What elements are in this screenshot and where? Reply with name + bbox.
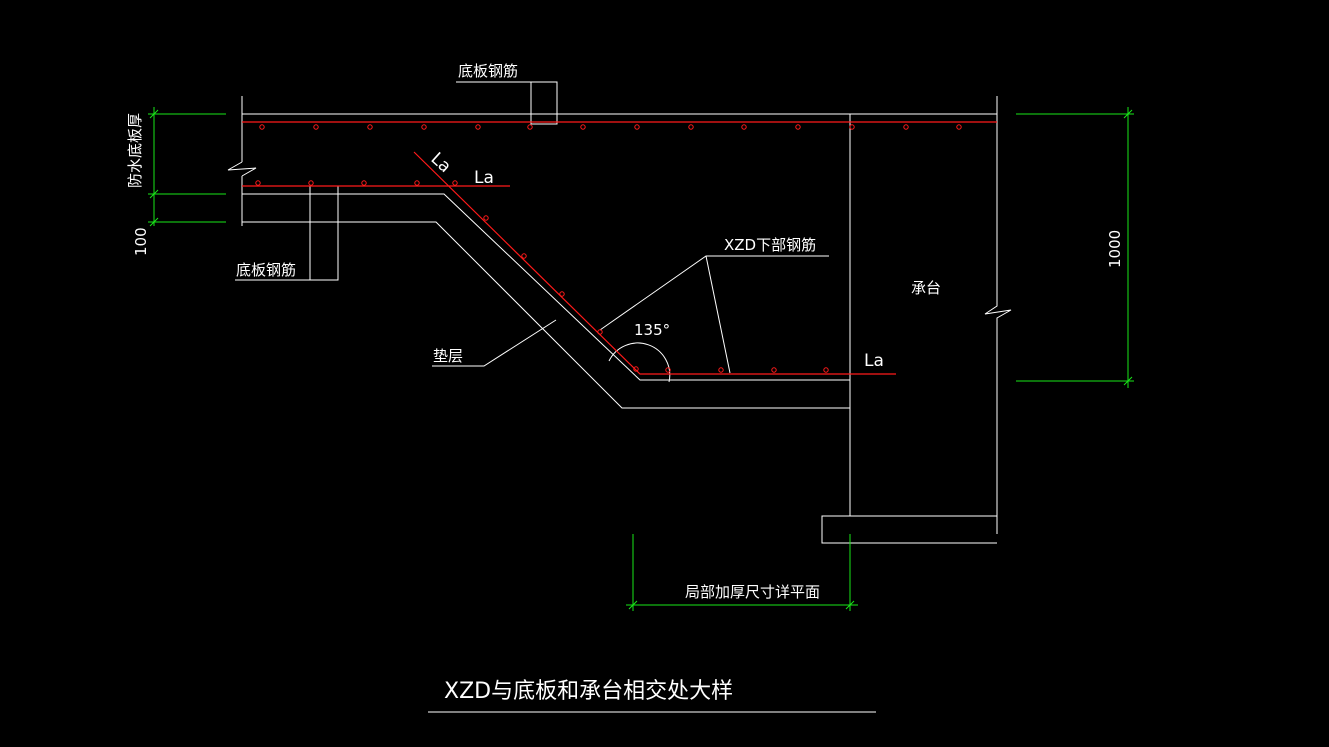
- drawing-title: XZD与底板和承台相交处大样: [444, 679, 733, 704]
- leader-top-rebar: [456, 81, 558, 125]
- label-dim-1000: 1000: [1106, 230, 1124, 268]
- rebar-dot: [521, 253, 527, 259]
- rebar-dot: [633, 366, 639, 372]
- label-waterproof-thickness: 防水底板厚: [126, 113, 144, 188]
- rebar-dot: [313, 124, 319, 130]
- rebar-dot: [903, 124, 909, 130]
- label-local-thickening: 局部加厚尺寸详平面: [685, 583, 820, 601]
- leader-cushion: [432, 319, 557, 367]
- label-xzd-lower-rebar: XZD下部钢筋: [724, 236, 816, 254]
- leader-xzd-rebar-b: [705, 255, 731, 374]
- rebar-dot: [255, 180, 261, 186]
- dim-bottom-tick-right: [845, 600, 855, 610]
- rebar-dot: [361, 180, 367, 186]
- dim-right-tick-top: [1123, 109, 1133, 119]
- label-angle-135: 135°: [634, 321, 670, 339]
- rebar-dot: [597, 329, 603, 335]
- rebar-dot: [421, 124, 427, 130]
- rebar-dot: [308, 180, 314, 186]
- rebar-dot: [414, 180, 420, 186]
- label-la-right: La: [864, 351, 884, 371]
- rebar-dot: [483, 215, 489, 221]
- dim-right-tick-bot: [1123, 376, 1133, 386]
- rebar-dot: [795, 124, 801, 130]
- rebar-dot: [580, 124, 586, 130]
- label-cushion-layer: 垫层: [433, 347, 463, 365]
- xzd-lower-rebar: [413, 151, 896, 375]
- leader-lines: [235, 81, 876, 713]
- left-break-mark: [227, 161, 257, 177]
- dimension-lines: [148, 107, 1134, 611]
- rebar-dot: [259, 124, 265, 130]
- dim-left-tick-mid: [149, 189, 159, 199]
- rebar-dot: [367, 124, 373, 130]
- rebars: [242, 121, 997, 375]
- text-labels: 底板钢筋 底板钢筋 防水底板厚 100 La La La XZD下部钢筋 135…: [126, 62, 1124, 704]
- dim-bottom-tick-left: [628, 600, 638, 610]
- label-bottom-slab-rebar-left: 底板钢筋: [236, 261, 296, 279]
- rebar-dot: [718, 367, 724, 373]
- rebar-dot: [688, 124, 694, 130]
- rebar-dot: [452, 180, 458, 186]
- rebar-dot: [527, 124, 533, 130]
- rebar-dot: [665, 367, 671, 373]
- pile-cap-right-wall: [984, 96, 1012, 534]
- dim-left-tick-top: [149, 109, 159, 119]
- rebar-dots: [255, 124, 962, 373]
- rebar-dot: [741, 124, 747, 130]
- dim-left-tick-bot: [149, 217, 159, 227]
- rebar-dot: [634, 124, 640, 130]
- rebar-dot: [771, 367, 777, 373]
- label-pile-cap: 承台: [911, 279, 941, 297]
- pile-cap-bottom-step: [821, 515, 997, 544]
- rebar-dot: [956, 124, 962, 130]
- label-la-diagonal: La: [427, 149, 455, 177]
- rebar-dot: [849, 124, 855, 130]
- cushion-layer-line: [242, 221, 850, 409]
- rebar-dot: [559, 291, 565, 297]
- slab-underside: [242, 193, 850, 381]
- label-dim-100: 100: [132, 227, 150, 256]
- leader-xzd-rebar: [599, 255, 829, 331]
- label-la-top: La: [474, 168, 494, 188]
- angle-arc-135: [608, 342, 671, 383]
- rebar-dot: [475, 124, 481, 130]
- rebar-dot: [823, 367, 829, 373]
- concrete-outline: [227, 96, 1012, 544]
- label-bottom-slab-rebar-top: 底板钢筋: [458, 62, 518, 80]
